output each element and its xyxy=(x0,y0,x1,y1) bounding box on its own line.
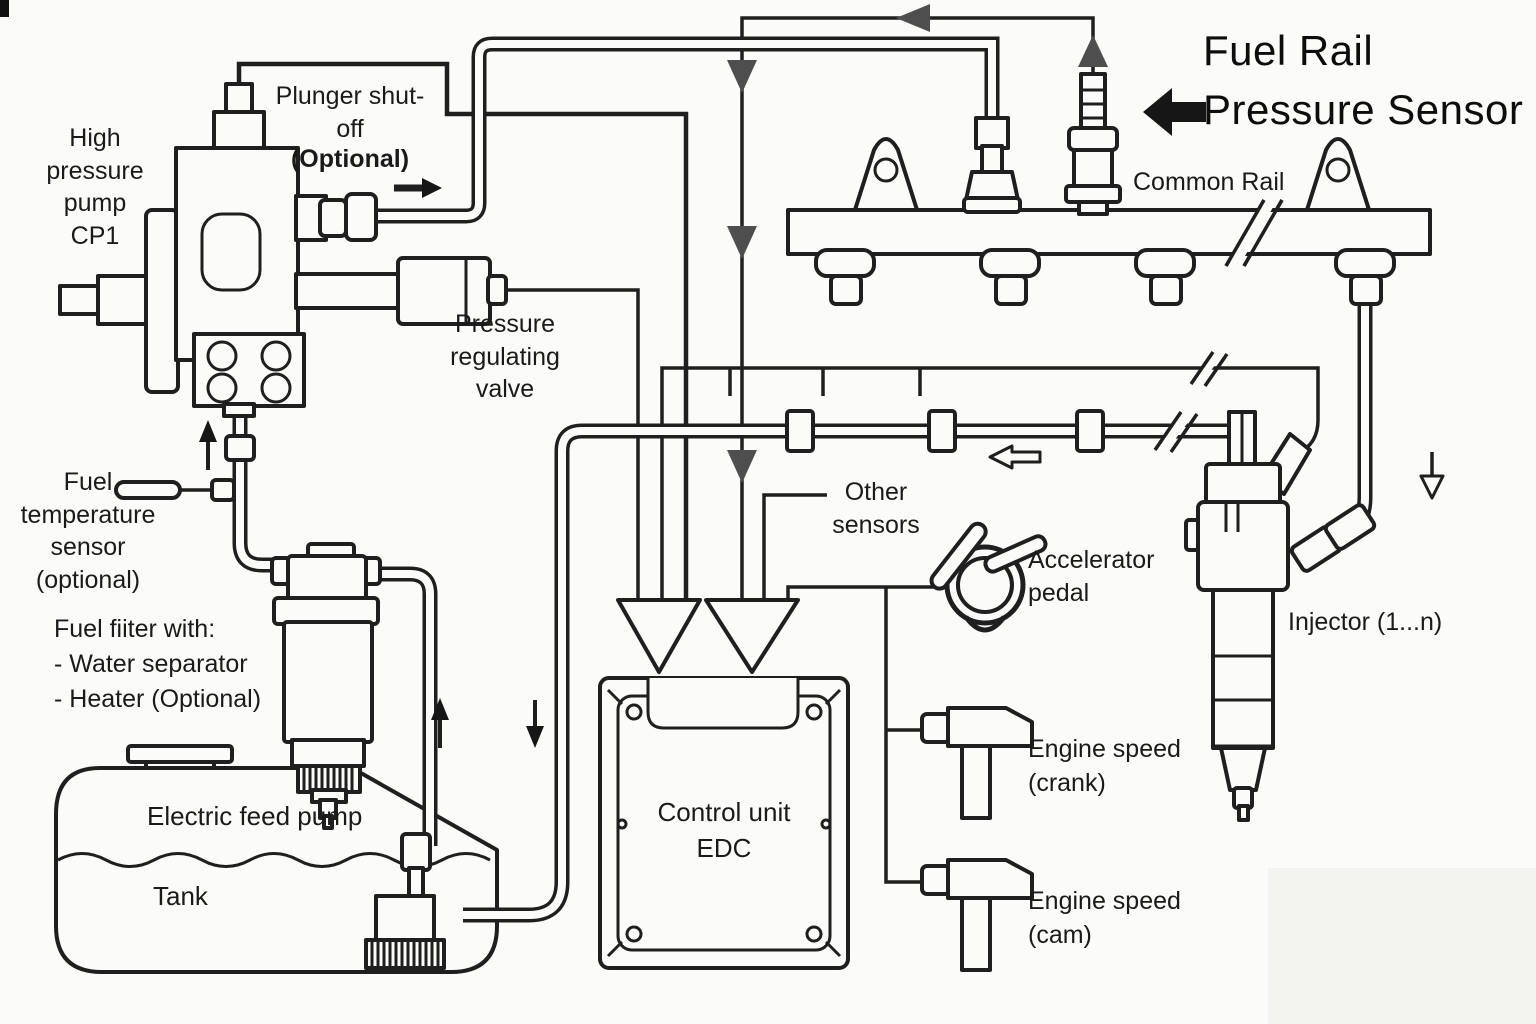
engine-speed-crank-label: Engine speed (crank) xyxy=(1028,735,1181,797)
pump-outlet-fitting xyxy=(318,198,348,238)
injector xyxy=(1184,410,1377,822)
control-unit-edc-label: Control unit EDC xyxy=(657,797,791,863)
pipe-fitting xyxy=(224,434,256,462)
fuel-temperature-sensor-label: Fuel temperature sensor (optional) xyxy=(20,468,156,594)
injector-inlet-fitting-2 xyxy=(1323,503,1377,551)
rail-body xyxy=(786,208,1432,256)
small-flow-arrows xyxy=(199,178,1445,748)
fuel-rail-pressure-sensor-callout-arrow xyxy=(1143,88,1206,136)
scan-corner-mark xyxy=(0,0,9,17)
sensor-signal-down-arrow-3 xyxy=(727,450,757,483)
fuel-filter-label: Fuel fiiter with: - Water separator - He… xyxy=(54,615,262,713)
return-line-left-arrow xyxy=(988,444,1042,470)
tank-label: Tank xyxy=(153,881,208,911)
other-sensors-wire xyxy=(762,493,827,598)
injector-body xyxy=(1196,500,1290,592)
high-pressure-pump xyxy=(58,82,404,502)
fuel-rail-pressure-sensor-label: Fuel Rail Pressure Sensor xyxy=(1203,27,1524,133)
return-line-clamps xyxy=(785,409,1105,453)
signal-flow-arrows xyxy=(727,4,1108,483)
sensor-signal-down-arrow-2 xyxy=(727,226,757,259)
sensor-up-arrow xyxy=(1078,35,1108,67)
fuel-rail-pressure-sensor xyxy=(1064,72,1122,216)
common-rail xyxy=(786,72,1432,306)
engine-speed-sensor-cam xyxy=(920,858,1034,972)
edc-input-arrow-right xyxy=(704,598,800,674)
injector-barrel xyxy=(1211,588,1275,750)
sensor-signal-left-arrow xyxy=(896,4,930,32)
rail-inlet-fitting xyxy=(962,116,1022,214)
pump-shaft xyxy=(58,284,102,316)
engine-speed-cam-label: Engine speed (cam) xyxy=(1028,887,1181,949)
accelerator-pedal-icon xyxy=(929,521,1048,633)
scan-shade xyxy=(1268,868,1536,1024)
injector-wire-stubs xyxy=(728,368,922,396)
accelerator-pedal-label: Accelerator pedal xyxy=(1028,546,1155,607)
pressure-regulating-valve xyxy=(396,256,508,326)
pressure-valve-wire xyxy=(506,288,640,598)
edc-input-arrow-left xyxy=(616,598,702,674)
rail-ports xyxy=(814,248,1396,306)
other-sensors-label: Other sensors xyxy=(832,478,920,539)
fuel-filter xyxy=(270,542,382,830)
pedal-wire xyxy=(786,585,948,598)
pump-body xyxy=(174,146,300,362)
electric-feed-pump xyxy=(364,832,446,970)
fuel-temperature-sensor xyxy=(114,480,214,500)
plunger-shutoff-label: Plunger shut- off xyxy=(275,82,425,143)
injector-label: Injector (1...n) xyxy=(1288,608,1443,636)
sensor-signal-down-arrow-1 xyxy=(727,60,757,93)
edc-connector-recess xyxy=(646,678,800,730)
common-rail-label: Common Rail xyxy=(1133,168,1285,196)
engine-speed-sensor-crank xyxy=(920,706,1034,820)
engine-speed-wires xyxy=(884,587,922,884)
control-unit-edc xyxy=(598,598,850,970)
electric-feed-pump-label: Electric feed pump xyxy=(147,801,363,831)
plunger-optional-label: (Optional) xyxy=(290,145,410,173)
high-pressure-pump-label: High pressure pump CP1 xyxy=(46,124,144,250)
temp-sensor-tee xyxy=(210,478,236,502)
pressure-regulating-valve-label: Pressure regulating valve xyxy=(450,310,560,403)
plunger-shutoff-wire xyxy=(236,61,689,598)
